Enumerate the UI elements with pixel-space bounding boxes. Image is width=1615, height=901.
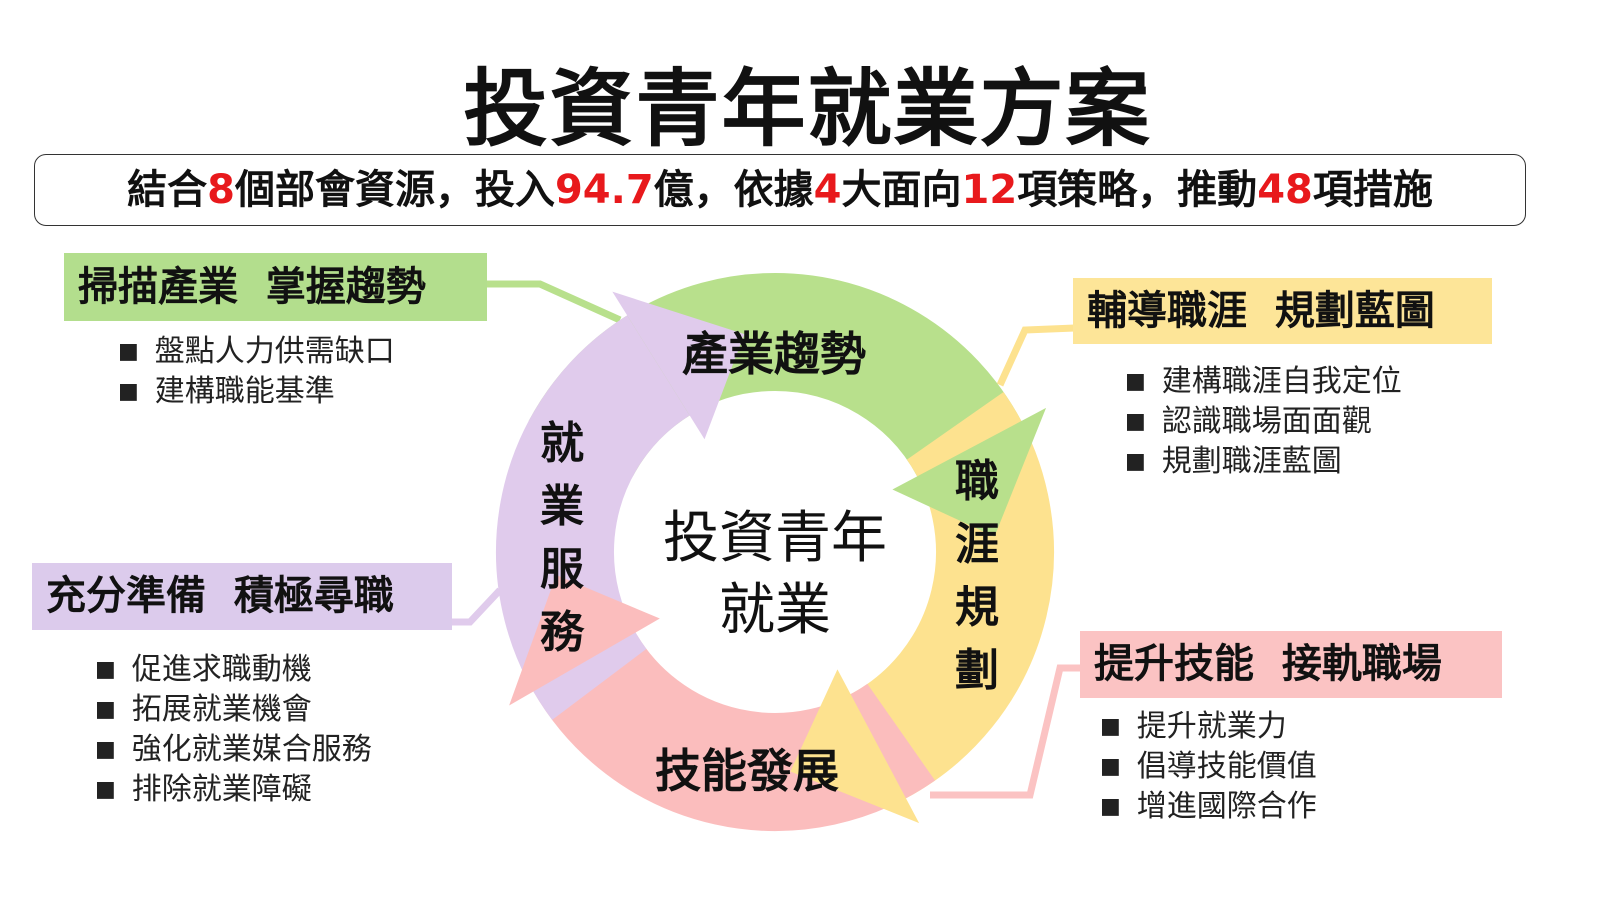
center-line-2: 就業 — [719, 578, 831, 643]
list-item: 認識職場面面觀 — [1125, 402, 1402, 442]
cycle-label-employment: 就業服務 — [540, 418, 584, 658]
list-item: 增進國際合作 — [1100, 787, 1317, 827]
summary-text: 項措施 — [1312, 167, 1433, 213]
connector-employment — [452, 587, 503, 626]
summary-banner: 結合8個部會資源，投入94.7億，依據4大面向12項策略，推動48項措施 — [34, 154, 1526, 226]
connector-industry — [485, 280, 622, 324]
list-item: 倡導技能價值 — [1100, 747, 1317, 787]
arrow-industry-head — [892, 407, 1047, 537]
list-item: 強化就業媒合服務 — [95, 730, 372, 770]
skills-list: 提升就業力 倡導技能價值 增進國際合作 — [1100, 707, 1317, 827]
list-item: 促進求職動機 — [95, 650, 372, 690]
connector-skills — [930, 664, 1085, 799]
employment-list: 促進求職動機 拓展就業機會 強化就業媒合服務 排除就業障礙 — [95, 650, 372, 810]
cycle-label-industry: 產業趨勢 — [682, 327, 866, 381]
summary-text: 大面向 — [841, 167, 962, 213]
list-item: 建構職涯自我定位 — [1125, 362, 1402, 402]
cycle-label-career: 職涯規劃 — [955, 456, 999, 696]
summary-text: 項策略，推動 — [1017, 167, 1258, 213]
summary-number: 94.7 — [554, 167, 654, 213]
career-list: 建構職涯自我定位 認識職場面面觀 規劃職涯藍圖 — [1125, 362, 1402, 482]
summary-number: 4 — [813, 167, 842, 213]
summary-number: 12 — [961, 167, 1018, 213]
center-line-1: 投資青年 — [663, 506, 887, 571]
box-skills-title: 提升技能 接軌職場 — [1080, 631, 1502, 698]
box-industry-title: 掃描產業 掌握趨勢 — [64, 253, 487, 321]
summary-text: 結合 — [127, 167, 208, 213]
arrow-skills-head — [509, 574, 660, 706]
summary-text: 億，依據 — [653, 167, 814, 213]
list-item: 規劃職涯藍圖 — [1125, 442, 1402, 482]
connector-career — [996, 324, 1076, 387]
list-item: 盤點人力供需缺口 — [118, 332, 395, 372]
list-item: 提升就業力 — [1100, 707, 1317, 747]
cycle-label-skills: 技能發展 — [655, 744, 839, 798]
box-employment-title: 充分準備 積極尋職 — [32, 563, 452, 630]
page-title: 投資青年就業方案 — [463, 60, 1152, 158]
box-career-title: 輔導職涯 規劃藍圖 — [1073, 278, 1492, 344]
list-item: 建構職能基準 — [118, 372, 395, 412]
summary-text: 個部會資源，投入 — [234, 167, 555, 213]
center-title: 投資青年 就業 — [625, 503, 925, 647]
list-item: 排除就業障礙 — [95, 770, 372, 810]
industry-list: 盤點人力供需缺口 建構職能基準 — [118, 332, 395, 412]
arrow-career-head — [790, 669, 920, 824]
list-item: 拓展就業機會 — [95, 690, 372, 730]
summary-number: 48 — [1257, 167, 1313, 213]
summary-number: 8 — [207, 167, 235, 213]
arrow-employment-head — [612, 291, 745, 440]
